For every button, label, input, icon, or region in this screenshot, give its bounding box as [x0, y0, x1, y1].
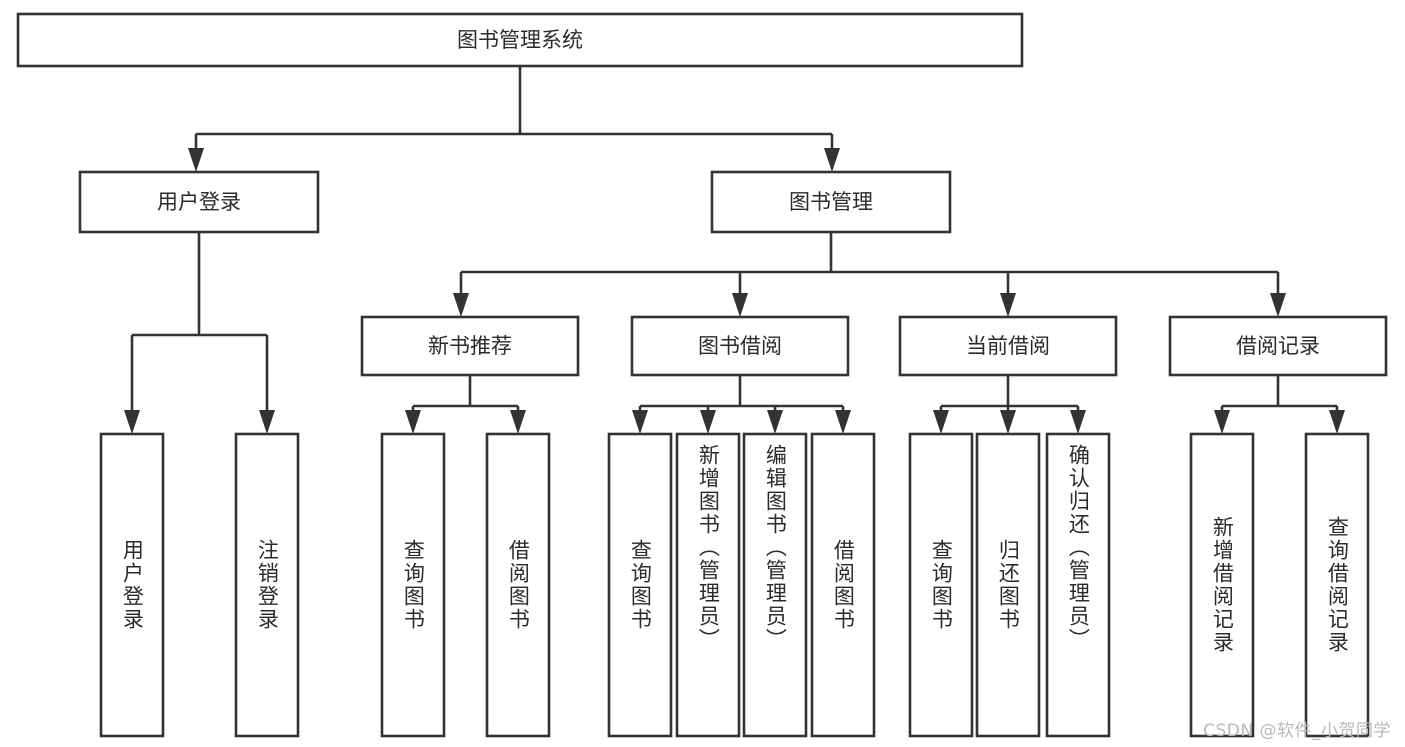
- node-book-borrow[interactable]: 图书借阅: [630, 315, 850, 377]
- node-new-book-recommend-box[interactable]: [360, 315, 580, 377]
- arrow-head-icon: [1070, 410, 1086, 434]
- arrow-head-icon: [1270, 293, 1286, 317]
- arrow-head-icon: [700, 410, 716, 434]
- node-root-label: 图书管理系统: [457, 28, 583, 52]
- leaf-box-borrow-book-2[interactable]: [810, 432, 876, 738]
- leaf-box-user-logout[interactable]: [234, 432, 300, 738]
- node-book-borrow-label: 图书借阅: [698, 334, 782, 358]
- arrow-head-icon: [1214, 410, 1230, 434]
- arrow-head-icon: [767, 410, 783, 434]
- arrow-head-icon: [188, 148, 204, 172]
- arrow-head-icon: [1329, 410, 1345, 434]
- leaf-box-borrow-book-1[interactable]: [485, 432, 551, 738]
- connector-current-borrow-to-leaves: [933, 375, 1086, 434]
- connector-book-borrow-to-leaves: [632, 375, 851, 434]
- arrow-head-icon: [453, 293, 469, 317]
- leaf-box-query-book-2[interactable]: [607, 432, 673, 738]
- arrow-head-icon: [732, 293, 748, 317]
- node-current-borrow[interactable]: 当前借阅: [898, 315, 1118, 377]
- node-current-borrow-label: 当前借阅: [966, 334, 1050, 358]
- node-root-box[interactable]: [16, 12, 1024, 68]
- node-book-borrow-box[interactable]: [630, 315, 850, 377]
- node-root[interactable]: 图书管理系统: [16, 12, 1024, 68]
- node-user-login[interactable]: 用户登录: [78, 170, 320, 234]
- leaf-box-query-book-3[interactable]: [908, 432, 974, 738]
- node-book-management-box[interactable]: [710, 170, 952, 234]
- connector-root-to-level2: [188, 66, 840, 172]
- node-borrow-record[interactable]: 借阅记录: [1168, 315, 1388, 377]
- arrow-head-icon: [933, 410, 949, 434]
- arrow-head-icon: [405, 410, 421, 434]
- node-current-borrow-box[interactable]: [898, 315, 1118, 377]
- arrow-head-icon: [124, 410, 140, 434]
- node-borrow-record-label: 借阅记录: [1236, 334, 1320, 358]
- arrow-head-icon: [835, 410, 851, 434]
- node-new-book-recommend[interactable]: 新书推荐: [360, 315, 580, 377]
- leaf-box-query-borrow-record[interactable]: [1304, 432, 1370, 738]
- arrow-head-icon: [632, 410, 648, 434]
- arrow-head-icon: [259, 410, 275, 434]
- connector-book-management-to-level3: [453, 232, 1286, 317]
- leaf-box-user-login[interactable]: [99, 432, 165, 738]
- connector-new-book-recommend-to-leaves: [405, 375, 526, 434]
- arrow-head-icon: [1000, 410, 1016, 434]
- node-borrow-record-box[interactable]: [1168, 315, 1388, 377]
- node-book-management-label: 图书管理: [789, 190, 873, 214]
- connector-borrow-record-to-leaves: [1214, 375, 1345, 434]
- arrow-head-icon: [510, 410, 526, 434]
- connector-user-login-to-leaves: [124, 232, 275, 434]
- node-new-book-recommend-label: 新书推荐: [428, 334, 512, 358]
- leaf-box-add-borrow-record[interactable]: [1189, 432, 1255, 738]
- arrow-head-icon: [824, 148, 840, 172]
- leaf-box-query-book-1[interactable]: [380, 432, 446, 738]
- arrow-head-icon: [1000, 293, 1016, 317]
- leaf-box-confirm-return[interactable]: [1045, 432, 1111, 738]
- leaf-box-add-book[interactable]: [675, 432, 741, 738]
- leaf-box-edit-book[interactable]: [742, 432, 808, 738]
- node-book-management[interactable]: 图书管理: [710, 170, 952, 234]
- node-user-login-label: 用户登录: [157, 190, 241, 214]
- leaf-box-return-book[interactable]: [975, 432, 1041, 738]
